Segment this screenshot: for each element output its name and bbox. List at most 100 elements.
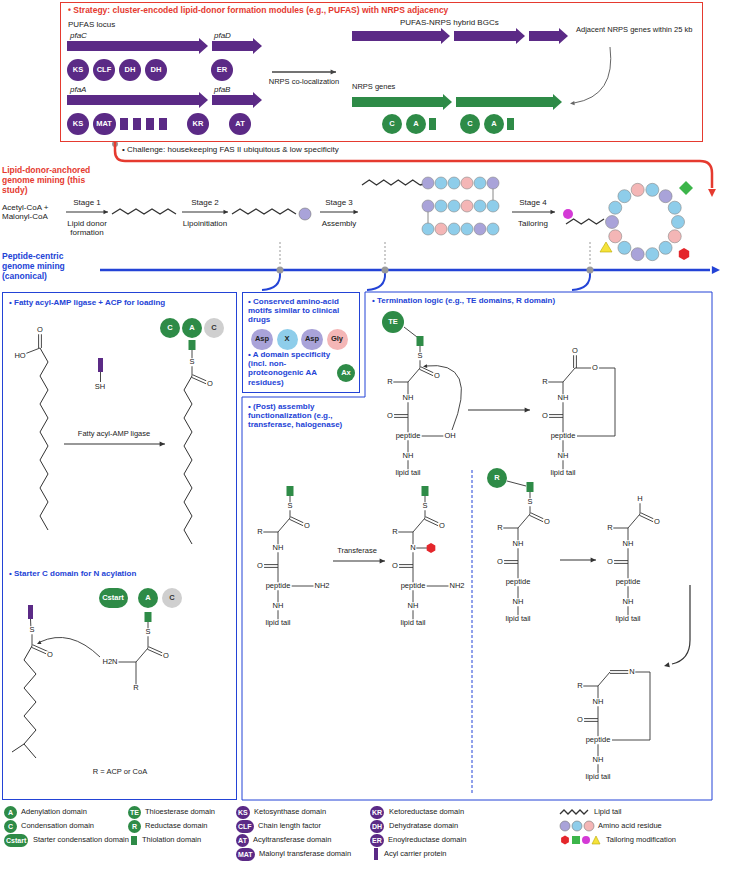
label: O: [543, 518, 551, 526]
domain-letter: Asp: [255, 335, 269, 343]
residue: [487, 223, 499, 235]
label: R: [496, 524, 503, 532]
legend-text: Tailoring modification: [606, 836, 676, 844]
gene-arrow: [456, 94, 562, 110]
legend-text: Thioesterase domain: [145, 808, 215, 816]
bond: [278, 518, 290, 532]
legend-letter: C: [8, 823, 13, 830]
domain-circle: C: [382, 114, 402, 134]
residue: [422, 200, 434, 212]
label: NH: [402, 394, 415, 402]
residue: [572, 821, 582, 831]
residue: [606, 216, 619, 229]
domain-letter: TE: [388, 318, 398, 326]
arrowhead: [103, 210, 108, 214]
legend-letter: TE: [130, 809, 139, 816]
arrowhead: [223, 210, 228, 214]
label: S: [421, 502, 428, 510]
residue: [435, 223, 447, 235]
thiolation-domain: [417, 336, 424, 346]
legend-text: Enoylreductase domain: [388, 836, 466, 844]
label: NH2: [448, 582, 465, 590]
legend-text: Adenylation domain: [21, 808, 87, 816]
legend-letter: A: [8, 809, 13, 816]
domain-circle: MAT: [93, 113, 116, 135]
label: NH: [272, 602, 285, 610]
label: peptide: [505, 578, 532, 586]
panel: • Fatty acyl-AMP ligase + ACP for loadin…: [2, 292, 237, 800]
legend-text: Amino acid residue: [598, 822, 662, 830]
label: O: [606, 558, 614, 566]
dashed-divider: [472, 470, 473, 795]
alkyl-chain: [184, 376, 192, 544]
label: lipid tail: [584, 773, 611, 781]
panel: • Conserved amino-acid motifs similar to…: [242, 292, 360, 393]
label: peptide: [265, 582, 292, 590]
residue: [668, 230, 681, 243]
domain-letter: C: [467, 120, 472, 128]
residue: [560, 821, 570, 831]
domain-letter: C: [211, 324, 216, 332]
label: NH: [407, 602, 420, 610]
legend-swatch: KR: [370, 806, 384, 819]
legend-swatch: DH: [370, 820, 384, 833]
label: PUFAS-NRPS hybrid BGCs: [400, 18, 499, 27]
residue: [631, 248, 644, 261]
lipid-tail: [232, 209, 296, 214]
legend-swatch: KS: [236, 806, 250, 819]
label: • Challenge: housekeeping FAS II ubiquit…: [122, 145, 339, 154]
arrowhead: [353, 210, 358, 214]
acp-bar: [28, 605, 33, 619]
blue-arrow: [100, 269, 710, 272]
domain-letter: KS: [73, 120, 83, 128]
domain-letter: A: [145, 594, 150, 602]
tailoring-triangle: [600, 242, 612, 252]
panel-heading: • Conserved amino-acid motifs similar to…: [248, 297, 356, 325]
panel: • Strategy: cluster-encoded lipid-donor …: [60, 2, 703, 142]
domain-circle: CLF: [93, 59, 115, 81]
label: S: [416, 352, 423, 360]
panel: • (Post) assembly functionalization (e.g…: [242, 397, 472, 800]
label: pfaC: [70, 31, 87, 40]
thiolation-domain: [189, 340, 196, 350]
panel-heading: • A domain specificity (incl. non-proteo…: [248, 350, 334, 387]
legend-text: Acyl carrier protein: [384, 850, 447, 858]
domain-circle: Cstart: [99, 588, 128, 608]
label: NH: [592, 698, 605, 706]
legend-swatch: AT: [236, 834, 249, 847]
domain-circle: C: [162, 588, 182, 608]
panel-heading: • Starter C domain for N acylation: [9, 569, 231, 578]
label: Lipid-donor-anchored genome mining (this…: [2, 166, 110, 195]
label: peptide: [615, 578, 642, 586]
legend-swatch: MAT: [236, 848, 255, 861]
domain-letter: Cstart: [102, 594, 124, 602]
label: R: [132, 684, 139, 692]
dotted-guide: [280, 240, 281, 264]
residue: [584, 821, 594, 831]
label: Peptide-centric genome mining (canonical…: [2, 252, 98, 281]
arrowhead: [570, 101, 575, 105]
residue: [659, 190, 672, 203]
bond: [563, 368, 575, 382]
bond: [404, 327, 417, 337]
label: O: [591, 364, 599, 372]
label: OH: [443, 432, 456, 440]
domain-letter: A: [413, 120, 418, 128]
legend-swatch: ER: [370, 834, 384, 847]
arrow-line: [468, 409, 530, 410]
label: R: [606, 524, 613, 532]
domain-circle: TE: [382, 311, 404, 333]
residue: [672, 216, 685, 229]
lipid-tail: [566, 219, 604, 224]
domain-circle: A: [406, 114, 426, 134]
domain-circle: C: [460, 114, 480, 134]
legend-text: Starter condensation domain: [33, 836, 129, 844]
domain-letter: MAT: [96, 120, 112, 128]
legend-text: Malonyl transferase domain: [259, 850, 351, 858]
label: NH: [592, 756, 605, 764]
panel: • Termination logic (e.g., TE domains, R…: [365, 292, 712, 800]
legend-swatch: R: [128, 820, 141, 833]
blue-branch: [262, 273, 280, 290]
legend-letter: KS: [238, 809, 248, 816]
domain-circle: Asp: [301, 329, 323, 350]
